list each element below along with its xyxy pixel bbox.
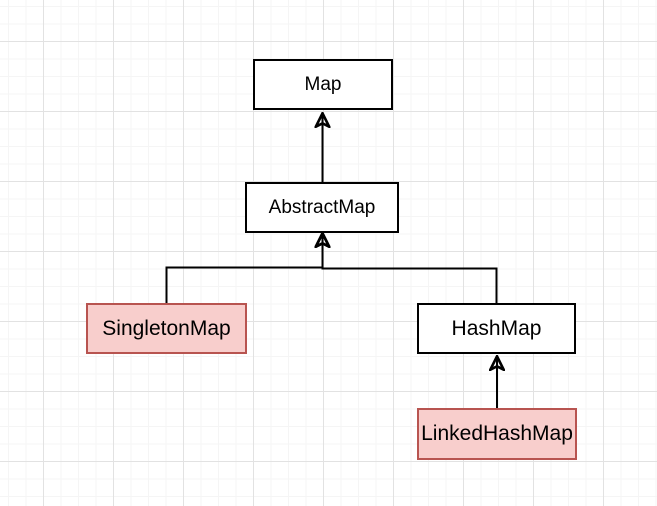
node-hashmap-label: HashMap (451, 316, 542, 340)
node-linkedhashmap-label: LinkedHashMap (421, 422, 573, 445)
node-linkedhashmap[interactable]: LinkedHashMap (417, 408, 577, 460)
node-abstractmap[interactable]: AbstractMap (245, 182, 399, 233)
node-map-label: Map (304, 73, 342, 95)
node-abstractmap-label: AbstractMap (268, 196, 376, 218)
node-singletonmap-label: SingletonMap (102, 316, 231, 340)
node-singletonmap[interactable]: SingletonMap (86, 303, 247, 354)
node-map[interactable]: Map (253, 59, 393, 110)
edge-singletonmap-to-abstractmap[interactable] (165, 234, 323, 303)
edge-hashmap-to-abstractmap[interactable] (323, 234, 498, 303)
node-hashmap[interactable]: HashMap (417, 303, 576, 354)
